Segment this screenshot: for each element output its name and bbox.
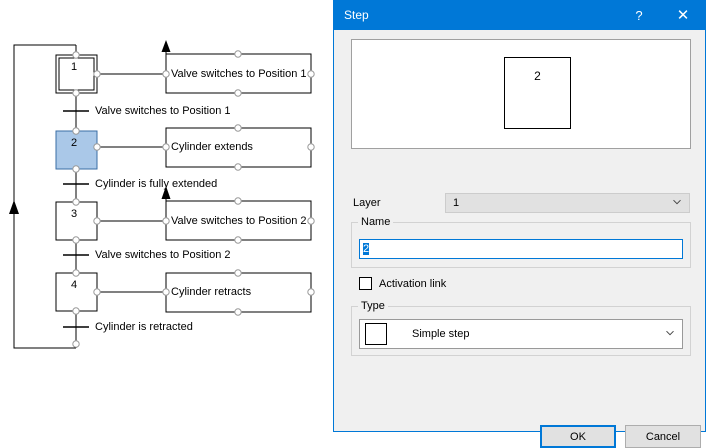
transition-label-1[interactable]: Valve switches to Position 1 [95,105,231,117]
name-input-value: 2 [363,243,370,255]
sfc-diagram-svg [9,40,315,349]
connection-handles [72,50,315,348]
action-box-4 [165,272,312,313]
action-box-3 [161,186,312,241]
action-box-1 [161,40,312,94]
preview-step-shape: 2 [504,57,571,129]
step-label-3[interactable]: 3 [71,208,78,220]
type-value: Simple step [412,328,470,340]
step-box-4 [55,272,98,312]
step-dialog: Step ? ✕ 2 Layer 1 Name 2 Activation lin… [333,0,706,448]
transition-bars [63,110,89,328]
activation-link-label: Activation link [379,277,447,290]
layer-value: 1 [453,197,460,209]
step-preview-pane: 2 [351,39,691,149]
dialog-title: Step [344,8,369,22]
dialog-body: 2 Layer 1 Name 2 Activation link Type Si… [334,30,705,448]
sfc-diagram-canvas[interactable]: 1 2 3 4 Valve switches to Position 1 Cyl… [0,0,340,438]
step-box-1 [55,54,98,94]
activation-link-row[interactable]: Activation link [359,277,446,290]
step-label-1[interactable]: 1 [71,61,78,73]
name-input[interactable]: 2 [359,239,683,259]
step-box-3 [55,201,98,241]
action-label-1[interactable]: Valve switches to Position 1 [171,68,307,80]
type-legend: Type [358,300,388,312]
step-label-4[interactable]: 4 [71,279,78,291]
type-groupbox [351,306,691,356]
cancel-button[interactable]: Cancel [625,425,701,448]
preview-step-label: 2 [534,69,541,83]
action-label-3[interactable]: Valve switches to Position 2 [171,215,307,227]
simple-step-icon [365,323,387,345]
help-icon[interactable]: ? [635,7,643,23]
layer-dropdown[interactable]: 1 [445,193,690,213]
action-links [97,73,166,293]
transition-label-4[interactable]: Cylinder is retracted [95,321,193,333]
activation-link-checkbox[interactable] [359,277,372,290]
action-label-4[interactable]: Cylinder retracts [171,286,252,298]
layer-label: Layer [353,197,381,209]
transition-label-3[interactable]: Valve switches to Position 2 [95,249,231,261]
close-icon[interactable]: ✕ [676,7,690,24]
type-dropdown[interactable]: Simple step [359,319,683,349]
ok-button[interactable]: OK [540,425,616,448]
action-label-2[interactable]: Cylinder extends [171,141,253,153]
step-label-2[interactable]: 2 [71,137,78,149]
dialog-titlebar[interactable]: Step ? ✕ [334,0,705,30]
chevron-down-icon [673,199,681,205]
chevron-down-icon [666,330,674,336]
name-groupbox [351,222,691,268]
transition-label-2[interactable]: Cylinder is fully extended [95,178,218,190]
name-legend: Name [358,216,394,228]
loop-back-connector [9,44,76,349]
